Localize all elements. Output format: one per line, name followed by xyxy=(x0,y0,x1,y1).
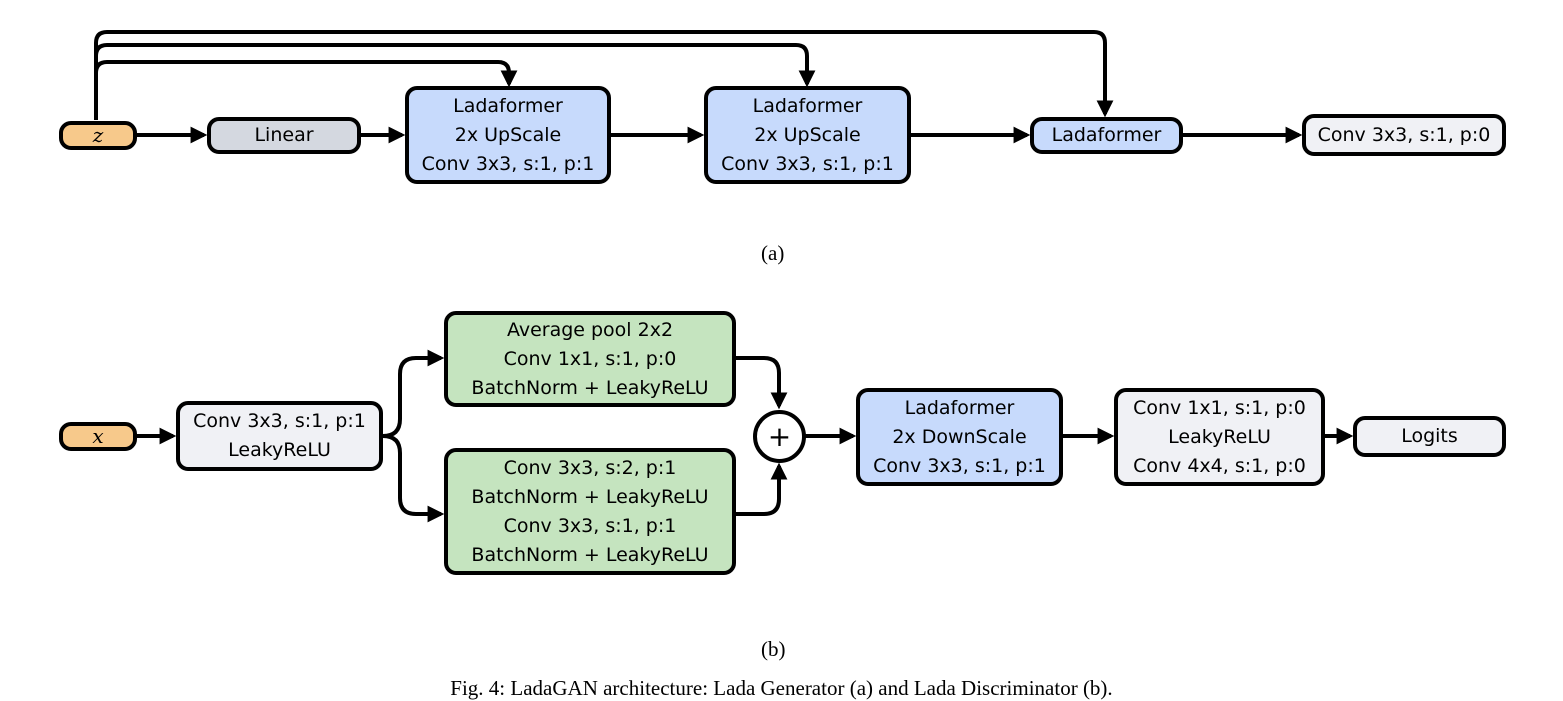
bottom-branch-line-2: BatchNorm + LeakyReLU xyxy=(471,485,709,508)
skip-z-block2 xyxy=(94,43,816,88)
bottom-branch-line-4: BatchNorm + LeakyReLU xyxy=(471,543,709,566)
residual-branch-bottom: Conv 3x3, s:2, p:1 BatchNorm + LeakyReLU… xyxy=(444,448,736,575)
head-line-3: Conv 4x4, s:1, p:0 xyxy=(1133,454,1306,477)
ladaformer-downscale-block: Ladaformer 2x DownScale Conv 3x3, s:1, p… xyxy=(856,388,1063,486)
down-block-line-1: Ladaformer xyxy=(904,396,1015,419)
stem-line-1: Conv 3x3, s:1, p:1 xyxy=(193,410,366,432)
block2-line-3: Conv 3x3, s:1, p:1 xyxy=(721,152,894,175)
x-variable-label: x xyxy=(92,424,104,448)
output-conv-block: Conv 3x3, s:1, p:0 xyxy=(1302,114,1506,156)
head-conv-block: Conv 1x1, s:1, p:0 LeakyReLU Conv 4x4, s… xyxy=(1114,388,1325,486)
stem-conv-block: Conv 3x3, s:1, p:1 LeakyReLU xyxy=(176,401,383,471)
arrow-stem-bottom-branch xyxy=(382,434,445,523)
down-block-line-3: Conv 3x3, s:1, p:1 xyxy=(873,454,1046,477)
ladaformer-label: Ladaformer xyxy=(1051,124,1162,146)
skip-z-block3 xyxy=(94,30,1114,118)
arrow-top-branch-add xyxy=(736,356,788,410)
block2-line-2: 2x UpScale xyxy=(754,123,861,146)
plus-symbol: + xyxy=(767,419,792,453)
arrow-stem-top-branch xyxy=(382,349,445,438)
output-conv-label: Conv 3x3, s:1, p:0 xyxy=(1317,123,1491,146)
top-branch-line-3: BatchNorm + LeakyReLU xyxy=(471,376,709,399)
caption-a: (a) xyxy=(761,241,785,265)
stem-line-2: LeakyReLU xyxy=(228,439,331,461)
ladaformer-block: Ladaformer xyxy=(1030,117,1183,154)
block2-line-1: Ladaformer xyxy=(752,94,863,117)
block1-line-3: Conv 3x3, s:1, p:1 xyxy=(421,152,595,175)
z-variable-label: z xyxy=(92,123,104,147)
top-branch-line-2: Conv 1x1, s:1, p:0 xyxy=(503,347,677,370)
logits-block: Logits xyxy=(1353,416,1506,457)
logits-label: Logits xyxy=(1401,425,1458,447)
head-line-1: Conv 1x1, s:1, p:0 xyxy=(1133,396,1306,419)
linear-label: Linear xyxy=(254,124,314,146)
add-node: + xyxy=(753,410,806,463)
arrow-bottom-branch-add xyxy=(736,462,788,516)
residual-branch-top: Average pool 2x2 Conv 1x1, s:1, p:0 Batc… xyxy=(444,311,736,407)
head-line-2: LeakyReLU xyxy=(1168,425,1271,448)
z-input-node: z xyxy=(59,121,137,150)
down-block-line-2: 2x DownScale xyxy=(892,425,1027,448)
x-input-node: x xyxy=(59,422,137,451)
ladaformer-upscale-block-2: Ladaformer 2x UpScale Conv 3x3, s:1, p:1 xyxy=(704,86,911,184)
ladaformer-upscale-block-1: Ladaformer 2x UpScale Conv 3x3, s:1, p:1 xyxy=(405,86,611,184)
bottom-branch-line-1: Conv 3x3, s:2, p:1 xyxy=(503,456,677,479)
caption-b: (b) xyxy=(761,637,786,661)
bottom-branch-line-3: Conv 3x3, s:1, p:1 xyxy=(503,514,677,537)
top-branch-line-1: Average pool 2x2 xyxy=(506,318,674,341)
block1-line-2: 2x UpScale xyxy=(454,123,562,146)
block1-line-1: Ladaformer xyxy=(453,94,563,117)
linear-block: Linear xyxy=(207,117,361,154)
